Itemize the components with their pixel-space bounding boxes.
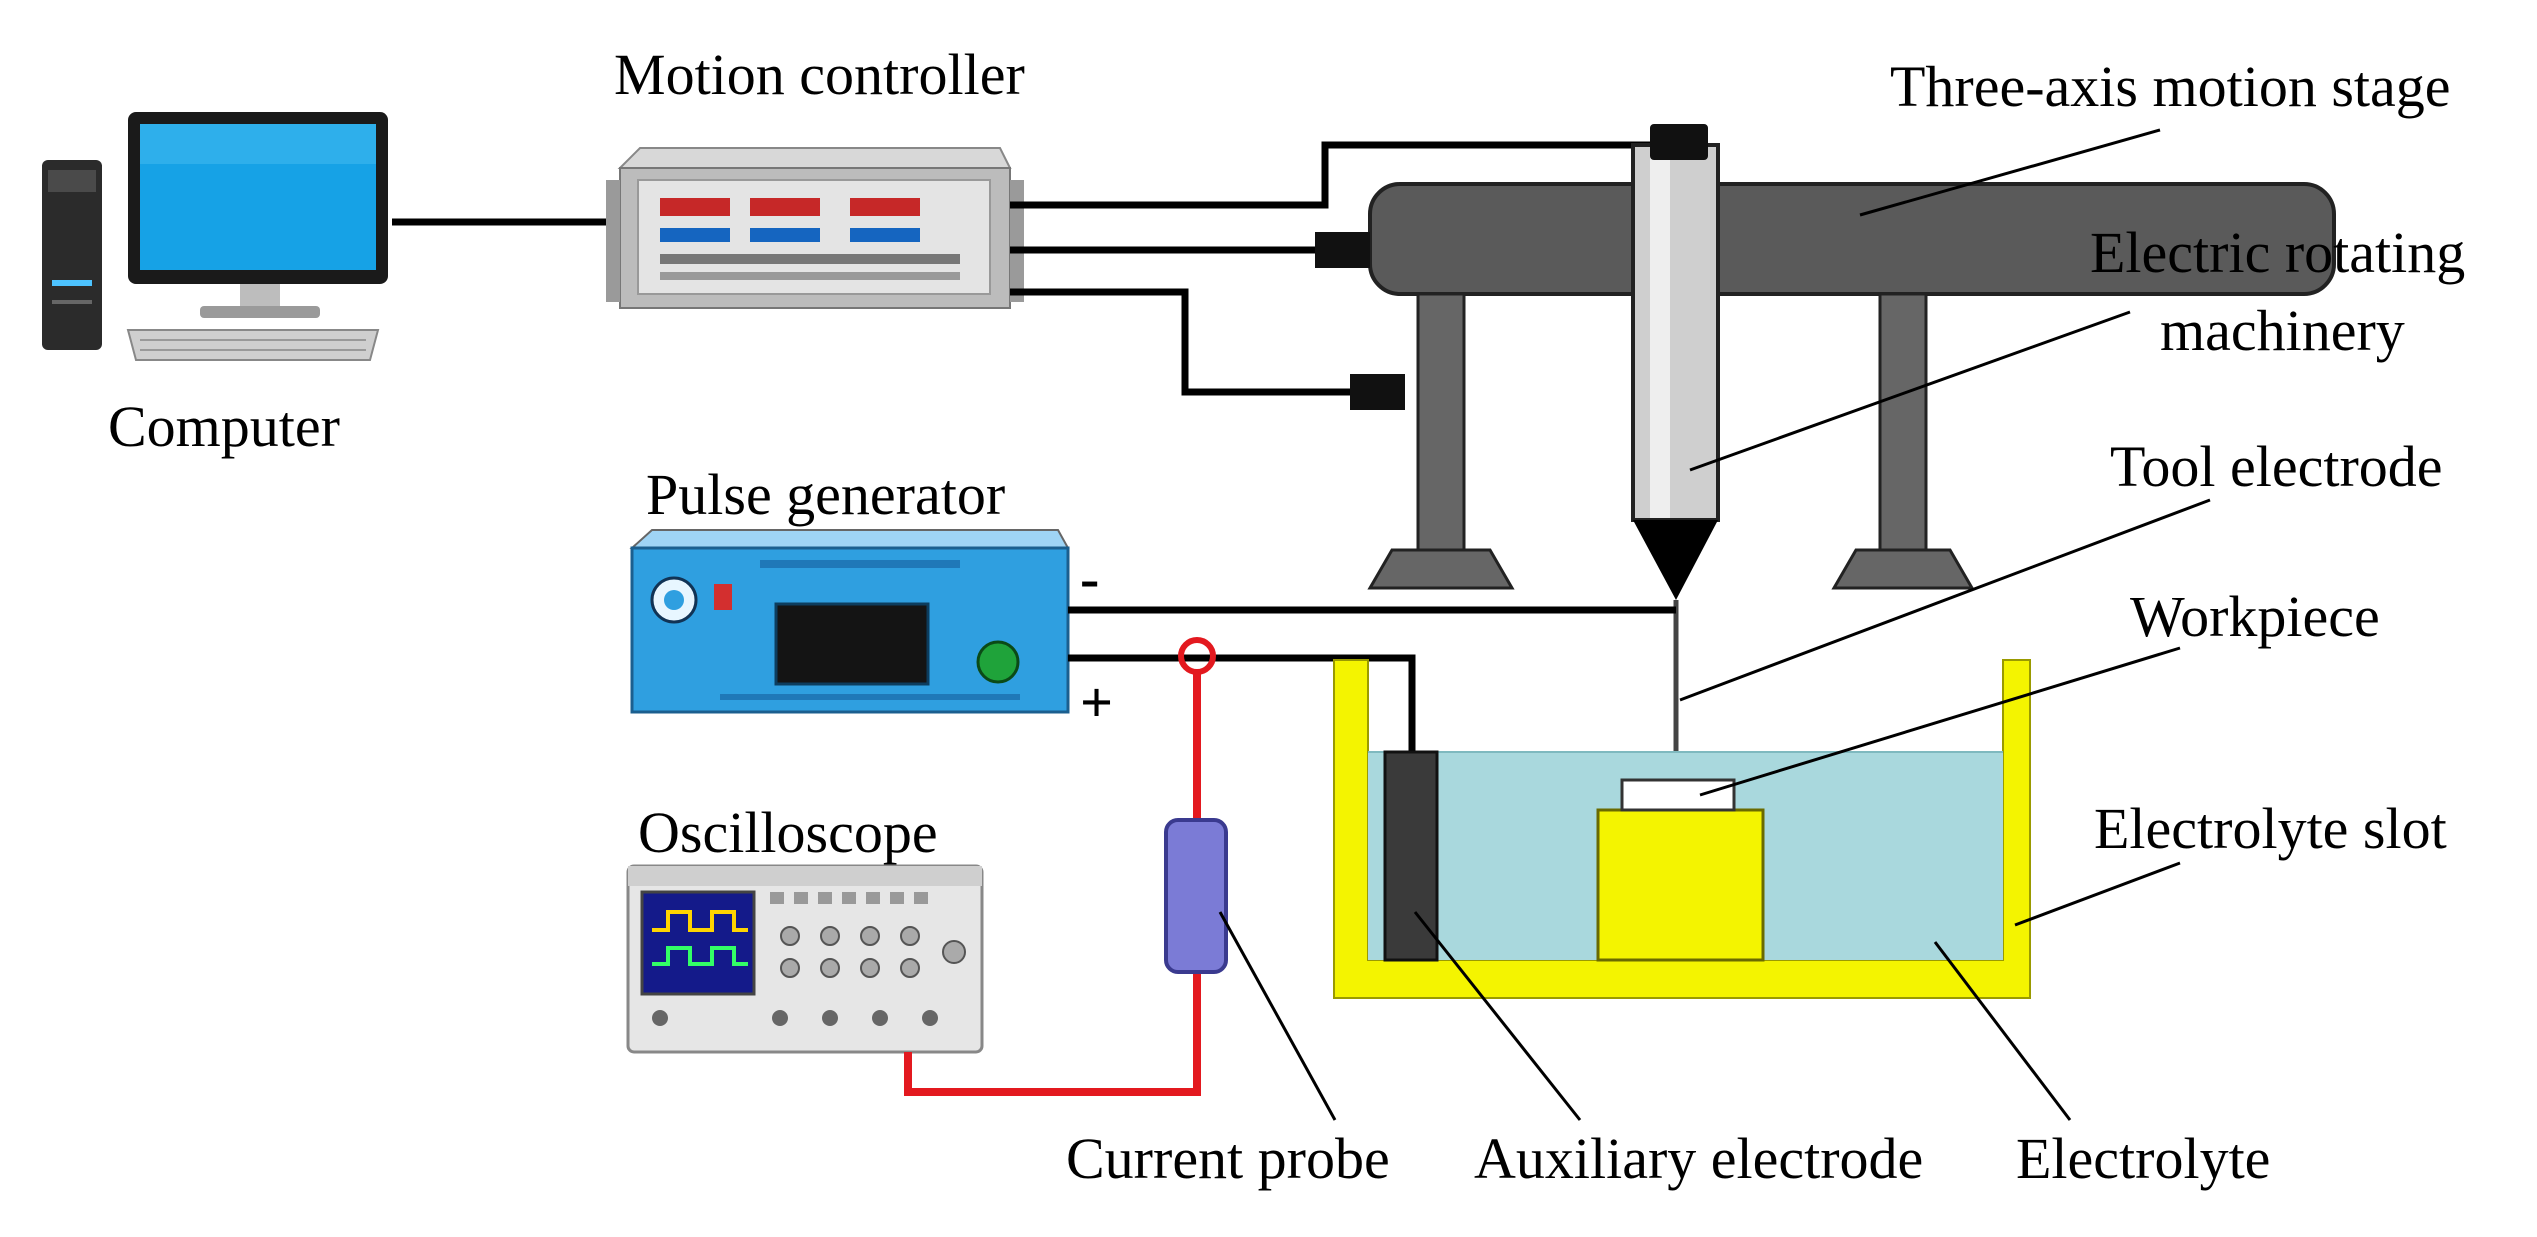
leader-three-axis-stage — [1859, 128, 2161, 217]
plus-sign: + — [1080, 670, 1113, 735]
label-electric-rotating-1: Electric rotating — [2090, 220, 2465, 285]
label-computer: Computer — [108, 394, 340, 459]
leader-auxiliary-electrode — [1413, 911, 1582, 1121]
controller-cable-top — [1010, 141, 1660, 209]
label-electrolyte-slot: Electrolyte slot — [2094, 796, 2447, 861]
computer-icon — [42, 112, 388, 361]
leader-tool-electrode — [1679, 498, 2211, 702]
leader-electrolyte — [1933, 941, 2072, 1121]
workpiece-holder — [1596, 808, 1765, 962]
leader-workpiece — [1699, 646, 2181, 797]
label-pulse-generator: Pulse generator — [646, 462, 1005, 527]
minus-sign: - — [1080, 546, 1099, 611]
leader-electrolyte-slot — [2014, 861, 2181, 927]
controller-box-icon — [606, 147, 1024, 309]
workpiece — [1620, 778, 1736, 812]
pulse-generator-icon — [629, 529, 1070, 714]
three-axis-stage — [1315, 182, 2336, 590]
label-tool-electrode: Tool electrode — [2110, 434, 2443, 499]
label-workpiece: Workpiece — [2130, 584, 2380, 649]
label-oscilloscope: Oscilloscope — [638, 800, 938, 865]
label-auxiliary-electrode: Auxiliary electrode — [1474, 1126, 1923, 1191]
label-three-axis-stage: Three-axis motion stage — [1890, 54, 2451, 119]
controller-cable-bottom — [1010, 288, 1350, 396]
current-probe — [1164, 818, 1228, 974]
label-electrolyte: Electrolyte — [2016, 1126, 2270, 1191]
leader-electric-rotating — [1689, 310, 2131, 472]
auxiliary-electrode — [1383, 750, 1439, 962]
label-current-probe: Current probe — [1066, 1126, 1390, 1191]
electric-rotating-machinery — [1631, 124, 1720, 600]
label-electric-rotating-2: machinery — [2160, 298, 2405, 363]
label-motion-controller: Motion controller — [614, 42, 1025, 107]
leader-current-probe — [1218, 911, 1337, 1121]
oscilloscope-icon — [626, 864, 984, 1054]
